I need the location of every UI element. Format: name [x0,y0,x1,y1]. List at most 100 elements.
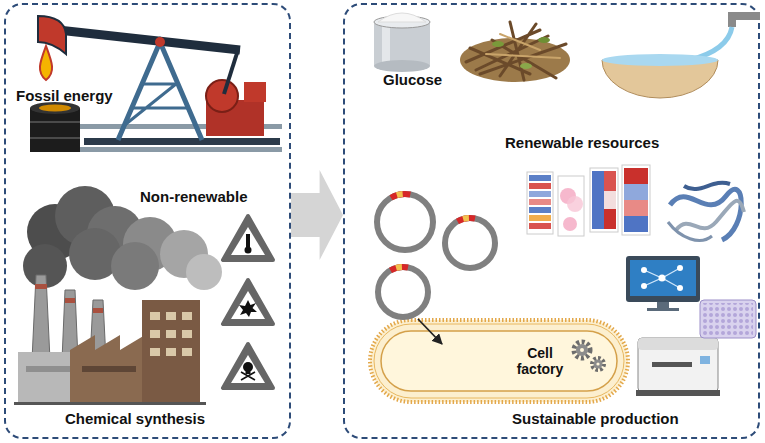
factory [82,366,136,372]
factory [150,348,160,356]
plasmid [445,218,495,268]
plasmid [367,184,443,260]
hazard-sign [231,291,265,319]
hazard-sign [239,300,257,317]
glucose-can [378,13,426,22]
plate-reader [700,356,710,364]
computer [657,302,669,308]
omics-heatmap [592,171,604,229]
well-plate [700,300,756,338]
factory [182,348,192,356]
oil-drop [40,46,52,80]
factory [182,330,192,338]
computer [630,260,696,296]
plasmid [369,258,437,326]
hazard-sign [231,227,265,255]
leader-arrow [418,319,442,344]
gear [596,362,599,365]
omics-heatmap [604,209,616,229]
omics-heatmap [529,183,551,189]
flow-arrow [291,170,343,260]
smoke [111,242,159,290]
oil-barrel [30,102,80,152]
hazard-sign [245,247,252,254]
cell-label: Cell factory [509,345,571,377]
glucose-can [374,60,430,72]
hazard-sign [246,370,251,374]
smoke [186,254,222,290]
omics-heatmap [624,200,648,216]
oil-barrel [39,105,71,112]
water-bowl [728,12,736,27]
pumpjack [84,138,280,145]
gear [574,342,590,358]
cell-interior [381,331,617,391]
glucose-can [374,16,430,28]
biomass-pile [466,22,566,80]
factory [62,290,78,360]
gear [580,348,584,352]
pumpjack [126,84,188,124]
cell-node: Cell factory [368,318,630,404]
pumpjack [78,124,282,129]
water-bowl [602,60,718,98]
gear [594,360,603,369]
pumpjack [206,80,238,112]
protein-structure [676,201,744,230]
omics-heatmap [604,191,616,209]
omics-heatmap [527,165,650,236]
factory [182,312,192,320]
resource-label: Glucose [383,71,442,89]
hazard-sign [223,280,273,324]
smoke [87,206,143,262]
biomass-pile [486,34,560,58]
protein-structure [670,189,741,240]
hazard-sign [241,372,255,380]
omics-heatmap [624,216,648,232]
input-panel: Fossil energyNon-renewableChemical synth… [4,3,291,439]
factory [65,298,75,303]
omics-heatmap [624,168,648,184]
gear [574,342,604,370]
omics-heatmap [529,199,551,205]
computer [626,256,700,302]
omics-heatmap [529,191,551,197]
pumpjack [78,147,282,152]
oil-barrel [30,102,80,114]
computer [641,267,647,273]
pumpjack [224,50,238,94]
factory [150,330,160,338]
omics-heatmap [567,196,583,212]
gear [592,358,604,370]
smoke [23,244,67,288]
hazard-sign [223,216,273,388]
status-label: Non-renewable [140,188,248,206]
pumpjack [38,16,66,54]
glucose-can [374,22,430,66]
smoke [27,204,83,260]
hazard-sign [223,344,273,388]
factory [166,312,176,320]
computer [647,308,679,311]
pumpjack [58,30,240,50]
cell-outline [368,318,630,404]
pumpjack [155,37,165,47]
plasmid [367,184,504,326]
hazard-sign [243,362,253,372]
omics-heatmap [529,223,551,229]
computer [641,283,647,289]
factory [14,275,206,405]
plate-reader [636,338,720,396]
cell-membrane [374,324,624,398]
gear [576,344,588,356]
computer [626,256,700,311]
omics-heatmap [558,176,584,236]
smoke [23,186,222,290]
plasmid [436,209,504,277]
plate-reader [638,338,718,350]
water-bowl [690,27,732,60]
factory [18,352,78,404]
water-bowl [602,12,760,98]
factory [35,284,47,289]
